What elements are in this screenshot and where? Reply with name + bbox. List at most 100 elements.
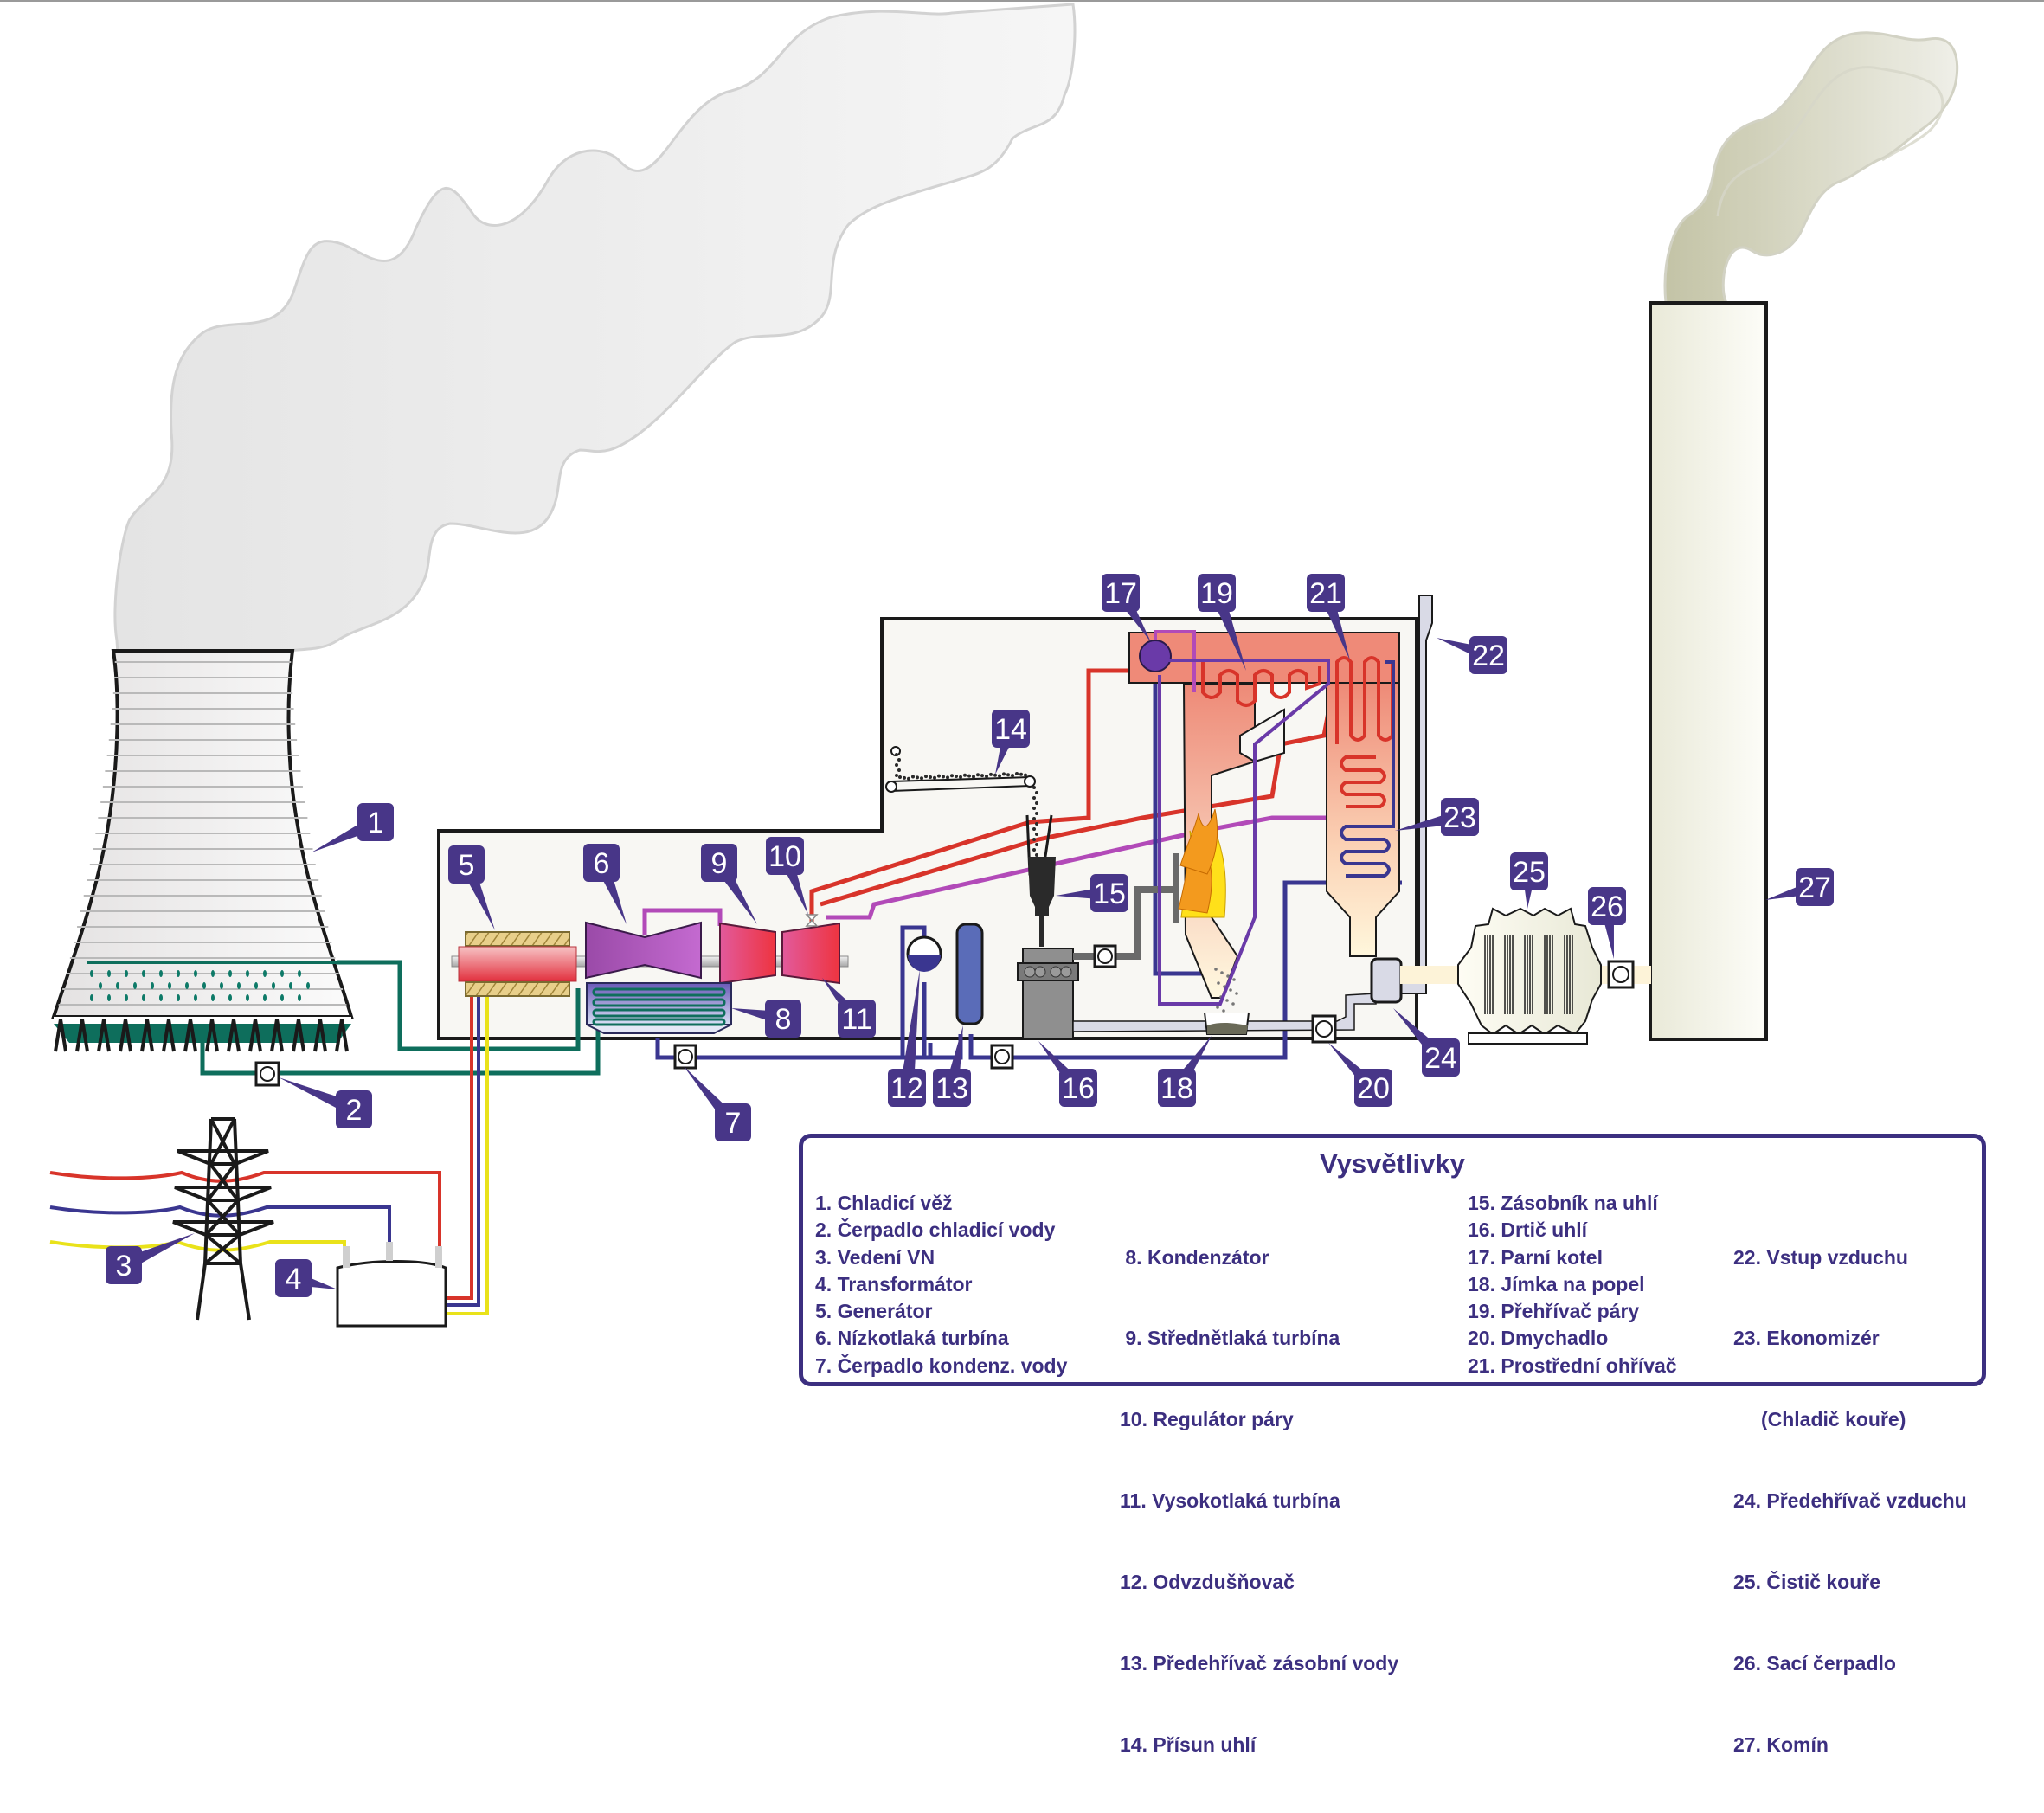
label-number: 17: [1104, 577, 1137, 610]
generator-output-cables: [443, 991, 489, 1315]
label-box: [1090, 874, 1128, 912]
burner-manifold: [1173, 853, 1179, 923]
condensate-pump[interactable]: [673, 1044, 697, 1070]
label-number: 4: [286, 1263, 302, 1295]
label-box: [992, 710, 1030, 748]
label-badge-9: 9: [701, 844, 757, 924]
label-number: 2: [346, 1094, 363, 1127]
forced-draft-fan[interactable]: [1311, 1014, 1337, 1044]
legend-box: Vysvětlivky 1. Chladicí věž 2. Čerpadlo …: [799, 1134, 1986, 1756]
cooling-tower: [51, 649, 389, 1052]
label-box: [583, 844, 620, 882]
legend-item: 20. Dmychadlo: [1468, 1327, 1609, 1350]
legend-item: 22. Vstup vzduchu: [1733, 1245, 1908, 1269]
legend-item: 8. Kondenzátor: [1120, 1245, 1269, 1269]
superheater: [1201, 662, 1321, 707]
deaerator: [906, 935, 942, 972]
label-number: 10: [768, 840, 801, 873]
label-box: [1422, 1038, 1460, 1077]
label-badge-3: 3: [106, 1233, 195, 1284]
label-number: 23: [1443, 801, 1476, 834]
label-badge-7: 7: [684, 1066, 751, 1141]
label-box: [765, 1000, 801, 1038]
label-number: 19: [1200, 577, 1233, 610]
legend-column-1: 1. Chladicí věž 2. Čerpadlo chladicí vod…: [815, 1190, 1067, 1379]
cooling-water-pump[interactable]: [254, 1061, 280, 1087]
label-box: [1796, 868, 1834, 906]
legend-item: 23. Ekonomizér: [1733, 1327, 1880, 1350]
label-number: 27: [1798, 871, 1831, 904]
feed-pump[interactable]: [990, 1044, 1014, 1070]
label-number: 15: [1093, 878, 1126, 910]
label-badge-2: 2: [279, 1077, 372, 1128]
pylon-icon: [172, 1117, 274, 1321]
label-box: [1510, 852, 1548, 890]
label-box: [701, 844, 737, 882]
legend-item: 5. Generátor: [815, 1300, 933, 1323]
back-pass: [1326, 682, 1400, 957]
label-badge-20: 20: [1328, 1043, 1392, 1107]
legend-item: 25. Čistič kouře: [1733, 1571, 1881, 1594]
label-number: 12: [890, 1072, 923, 1105]
label-badge-17: 17: [1102, 574, 1151, 642]
label-number: 5: [459, 849, 475, 882]
label-badge-12: 12: [888, 969, 926, 1107]
legend-item: 19. Přehřívač páry: [1468, 1300, 1640, 1323]
label-number: 3: [116, 1250, 132, 1283]
coal-conveyor: [885, 746, 1038, 857]
label-number: 26: [1591, 890, 1623, 923]
legend-item: 7. Čerpadlo kondenz. vody: [815, 1353, 1068, 1377]
label-badge-13: 13: [933, 1025, 971, 1107]
condenser: [586, 982, 732, 1034]
legend-item: 27. Komín: [1733, 1733, 1829, 1756]
boiler-top: [1128, 632, 1400, 684]
generator: [458, 931, 577, 997]
label-box: [715, 1103, 751, 1141]
legend-item: 17. Parní kotel: [1468, 1245, 1603, 1269]
feedwater-heater: [955, 923, 984, 1025]
air-intake: [1392, 595, 1433, 994]
power-plant-diagram: 1234567891011121314151617181920212223242…: [49, 3, 1959, 1328]
label-badge-10: 10: [766, 837, 808, 915]
label-box: [766, 837, 804, 875]
legend-column-4: 22. Vstup vzduchu 23. Ekonomizér (Chladi…: [1733, 1190, 1967, 1813]
label-box: [275, 1259, 312, 1297]
label-badge-8: 8: [731, 1000, 801, 1038]
label-number: 18: [1160, 1072, 1193, 1105]
label-number: 13: [935, 1072, 968, 1105]
furnace-front-wall: [1239, 708, 1285, 763]
intermediate-pressure-turbine: [719, 922, 776, 985]
label-badge-6: 6: [583, 844, 627, 924]
legend-item: 11. Vysokotlaká turbína: [1120, 1489, 1340, 1513]
label-number: 20: [1357, 1072, 1390, 1105]
legend-item: 4. Transformátor: [815, 1272, 973, 1295]
air-preheater: [1370, 957, 1403, 1004]
label-badge-1: 1: [312, 803, 394, 852]
legend-item: 24. Předehřívač vzduchu: [1733, 1489, 1967, 1513]
lp-crossover-pipe: [642, 908, 723, 935]
label-box: [336, 1090, 372, 1128]
transformer: [336, 1242, 447, 1328]
label-box: [1588, 887, 1626, 925]
label-box: [1354, 1069, 1392, 1107]
label-number: 16: [1062, 1072, 1095, 1105]
pulverizer-fan[interactable]: [1093, 944, 1117, 968]
legend-item: 10. Regulátor páry: [1120, 1408, 1294, 1431]
legend-item: 21. Prostřední ohřívač: [1468, 1353, 1677, 1377]
label-box: [1469, 636, 1507, 674]
induced-draft-fan[interactable]: [1607, 960, 1635, 989]
legend-item: (Chladič kouře): [1733, 1408, 1906, 1431]
legend-item: 3. Vedení VN: [815, 1245, 935, 1269]
legend-column-3: 15. Zásobník na uhlí 16. Drtič uhlí 17. …: [1468, 1190, 1677, 1379]
legend-item: 14. Přísun uhlí: [1120, 1733, 1257, 1756]
legend-item: 12. Odvzdušňovač: [1120, 1571, 1295, 1594]
furnace: [1182, 683, 1256, 999]
label-box: [448, 845, 485, 884]
legend-item: 26. Sací čerpadlo: [1733, 1652, 1896, 1675]
label-badge-14: 14: [992, 710, 1030, 775]
economizer: [1340, 660, 1395, 878]
legend-item: 2. Čerpadlo chladicí vody: [815, 1218, 1056, 1242]
legend-item: 16. Drtič uhlí: [1468, 1218, 1588, 1242]
label-badge-19: 19: [1198, 574, 1246, 671]
legend-item: 9. Střednětlaká turbína: [1120, 1327, 1340, 1350]
